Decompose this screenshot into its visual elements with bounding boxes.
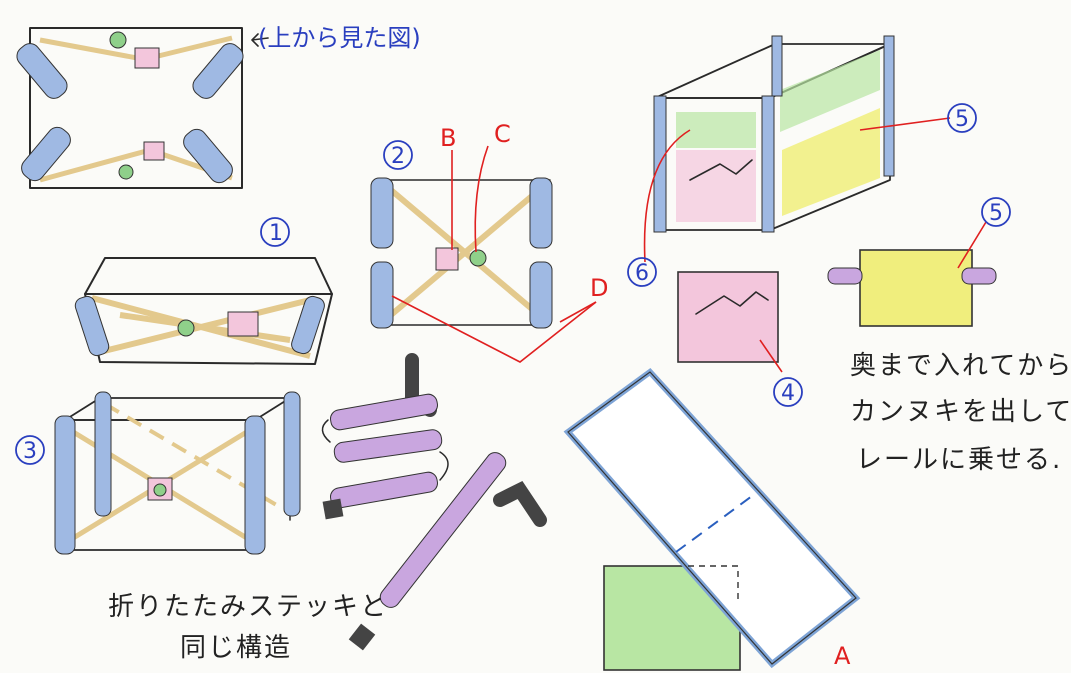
step2-marker: 2 [383, 140, 413, 170]
folding-stick-note: 折りたたみステッキと 同じ構造 [108, 592, 388, 663]
callout-5-top: 5 [859, 103, 977, 133]
top-view-caption: (上から見た図) [251, 24, 421, 52]
step2-number: 2 [391, 144, 405, 169]
note-insert-line1: 奥まで入れてから. [850, 351, 1071, 381]
note-insert-line3: レールに乗せる. [856, 445, 1062, 475]
note-insert-line2: カンヌキを出して [850, 397, 1071, 427]
folding-stick-folded [321, 353, 449, 520]
step6-number: 6 [635, 261, 649, 286]
callout-C: C [474, 120, 511, 253]
note-folding-line1: 折りたたみステッキと [108, 592, 388, 622]
step3-sketch [54, 391, 301, 555]
step2-sketch [370, 177, 553, 329]
step3-number: 3 [23, 439, 37, 464]
insert-note: 奥まで入れてから. カンヌキを出して レールに乗せる. [850, 351, 1071, 475]
step3-marker: 3 [15, 435, 45, 465]
label-A: A [834, 642, 851, 670]
step5a-number: 5 [955, 107, 969, 132]
label-B: B [440, 124, 456, 152]
folding-stick-extended [348, 452, 547, 651]
step1-marker: 1 [260, 217, 290, 247]
step1-sketch [74, 257, 333, 365]
callout-B: B [440, 124, 456, 250]
note-folding-line2: 同じ構造 [180, 633, 292, 663]
slide-panel-sketch [563, 367, 861, 671]
callout-6: 6 [627, 129, 691, 287]
panel-4-sketch: 4 [677, 271, 803, 407]
top-view-label: (上から見た図) [258, 24, 421, 52]
step1-number: 1 [269, 221, 283, 246]
step5b-number: 5 [989, 201, 1003, 226]
panel-5-sketch: 5 [827, 197, 1011, 327]
callout-A: A [834, 642, 851, 670]
label-D: D [590, 274, 608, 302]
step4-number: 4 [781, 381, 795, 406]
box-sketch [653, 35, 895, 233]
top-view-sketch [16, 27, 244, 189]
label-C: C [494, 120, 511, 148]
callout-D: D [391, 274, 608, 363]
